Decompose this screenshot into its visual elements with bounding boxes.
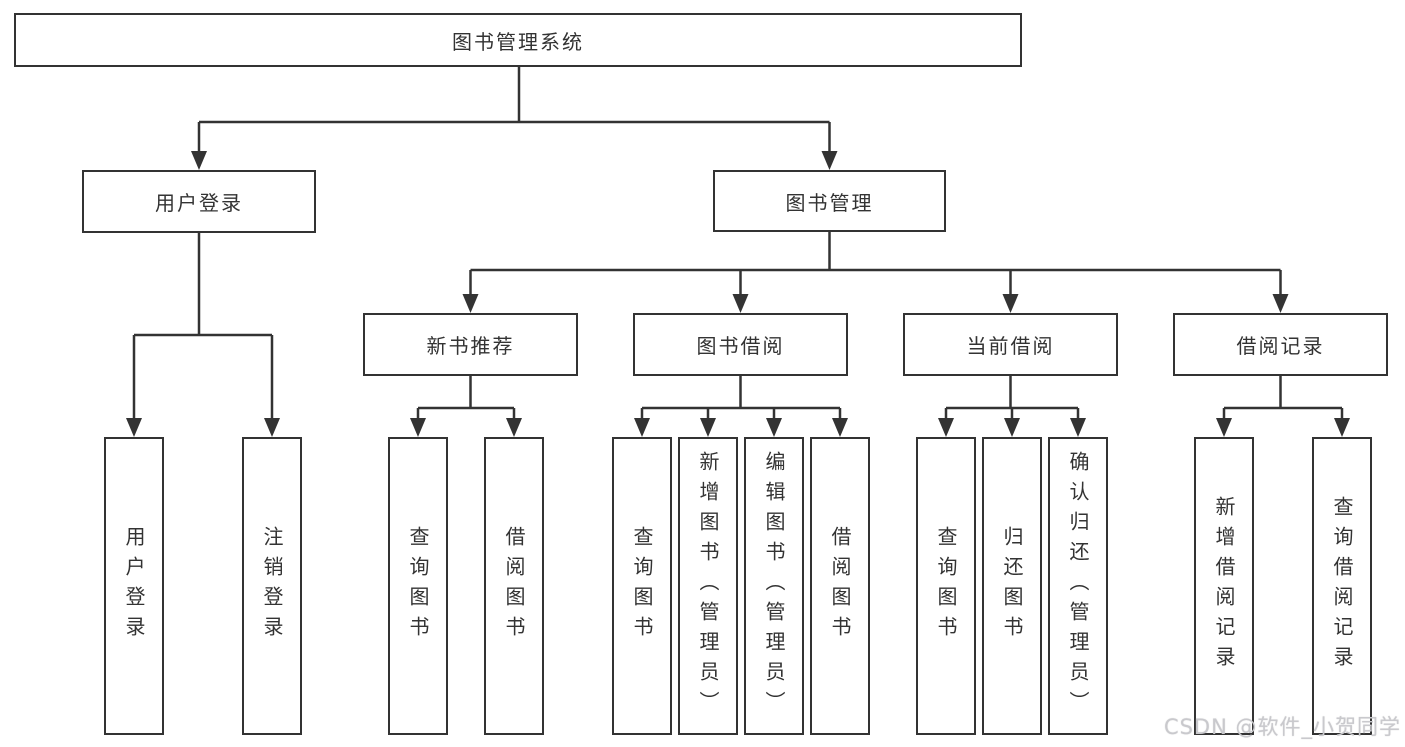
node-label: 图书管理	[785, 190, 874, 215]
connector-book-borrow-to-leaves	[634, 376, 848, 437]
leaf-query-books-recommend: 查询图书	[388, 437, 448, 735]
node-borrow-records: 借阅记录	[1173, 313, 1388, 376]
node-label: 新增借阅记录	[1212, 496, 1236, 676]
arrowhead-icon	[410, 418, 426, 437]
arrowhead-icon	[634, 418, 650, 437]
node-label: 归还图书	[1000, 526, 1024, 646]
leaf-add-books-admin: 新增图书（管理员）	[678, 437, 738, 735]
node-label: 用户登录	[155, 191, 243, 215]
connector-line	[944, 376, 1080, 419]
leaf-add-borrow-record: 新增借阅记录	[1194, 437, 1254, 735]
connector-book-management-to-level3	[462, 232, 1289, 313]
arrowhead-icon	[938, 418, 954, 437]
leaf-return-books: 归还图书	[982, 437, 1042, 735]
node-label: 编辑图书（管理员）	[762, 451, 786, 721]
csdn-watermark: CSDN @软件_小贺同学	[1163, 715, 1401, 739]
node-label: 新书推荐	[426, 334, 515, 358]
connector-current-borrow-to-leaves	[938, 376, 1086, 437]
arrowhead-icon	[1004, 418, 1020, 437]
connector-new-books-to-leaves	[410, 376, 522, 437]
arrowhead-icon	[821, 151, 838, 170]
node-label: 查询借阅记录	[1330, 496, 1354, 676]
node-root-library-system: 图书管理系统	[14, 13, 1022, 67]
node-user-login: 用户登录	[82, 170, 316, 233]
arrowhead-icon	[1002, 294, 1019, 313]
arrowhead-icon	[191, 151, 207, 170]
arrowhead-icon	[732, 294, 749, 313]
node-label: 图书借阅	[696, 334, 785, 358]
node-label: 确认归还（管理员）	[1066, 451, 1090, 721]
node-label: 借阅图书	[502, 526, 526, 646]
node-book-borrowing: 图书借阅	[633, 313, 848, 376]
connector-line	[197, 67, 831, 151]
node-label: 图书管理系统	[452, 29, 584, 54]
node-label: 借阅记录	[1236, 334, 1325, 358]
node-current-borrowing: 当前借阅	[903, 313, 1118, 376]
node-label: 查询图书	[406, 526, 430, 646]
connector-line	[640, 376, 842, 419]
arrowhead-icon	[1272, 294, 1289, 313]
node-label: 查询图书	[934, 526, 958, 646]
arrowhead-icon	[766, 418, 782, 437]
leaf-query-books-current: 查询图书	[916, 437, 976, 735]
arrowhead-icon	[126, 418, 142, 437]
arrowhead-icon	[462, 294, 479, 313]
node-label: 借阅图书	[828, 526, 852, 646]
node-label: 当前借阅	[966, 334, 1055, 358]
leaf-edit-books-admin: 编辑图书（管理员）	[744, 437, 804, 735]
connector-borrow-records-to-leaves	[1216, 376, 1350, 437]
node-label: 查询图书	[630, 526, 654, 646]
node-book-management: 图书管理	[713, 170, 946, 232]
connector-line	[1222, 376, 1344, 419]
connector-line	[132, 233, 274, 418]
arrowhead-icon	[832, 418, 848, 437]
arrowhead-icon	[1334, 418, 1350, 437]
arrowhead-icon	[1216, 418, 1232, 437]
leaf-borrow-books-recommend: 借阅图书	[484, 437, 544, 735]
leaf-logout: 注销登录	[242, 437, 302, 735]
node-label: 注销登录	[260, 526, 284, 646]
node-label: 新增图书（管理员）	[696, 451, 720, 721]
arrowhead-icon	[700, 418, 716, 437]
leaf-query-books-borrow: 查询图书	[612, 437, 672, 735]
arrowhead-icon	[264, 418, 280, 437]
arrowhead-icon	[1070, 418, 1086, 437]
connector-line	[416, 376, 516, 419]
leaf-borrow-books: 借阅图书	[810, 437, 870, 735]
connector-root-to-level2	[191, 67, 838, 170]
connector-line	[469, 232, 1282, 294]
node-label: 用户登录	[122, 526, 146, 646]
leaf-query-borrow-record: 查询借阅记录	[1312, 437, 1372, 735]
arrowhead-icon	[506, 418, 522, 437]
connector-user-login-to-leaves	[126, 233, 280, 437]
leaf-confirm-return-admin: 确认归还（管理员）	[1048, 437, 1108, 735]
leaf-user-login: 用户登录	[104, 437, 164, 735]
node-new-book-recommend: 新书推荐	[363, 313, 578, 376]
